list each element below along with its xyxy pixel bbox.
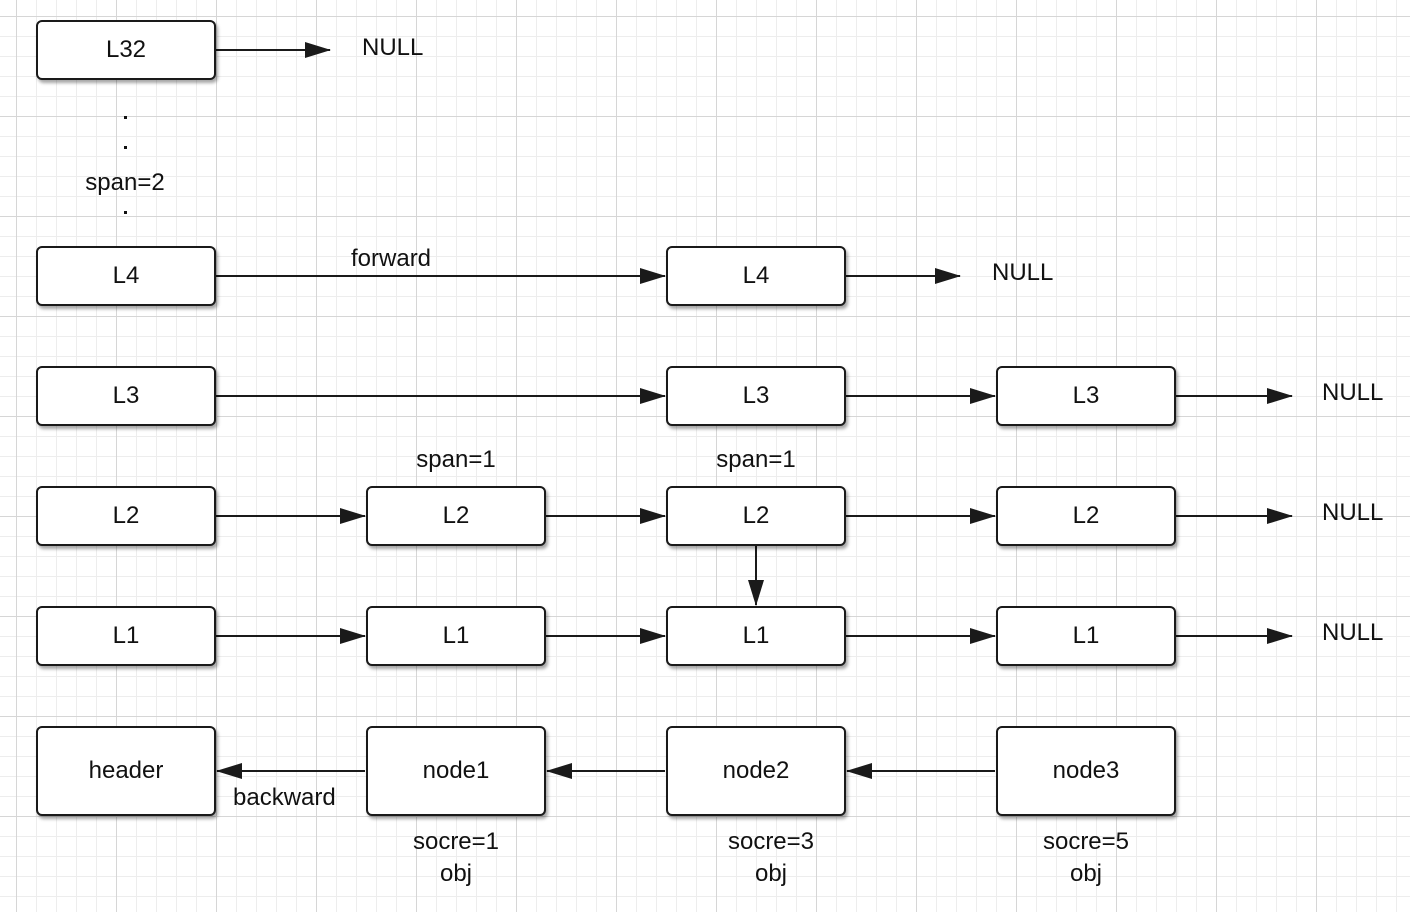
level-box-l3-header: L3 <box>36 366 216 426</box>
ellipsis-dot <box>124 211 127 214</box>
level-box-l3-node3: L3 <box>996 366 1176 426</box>
level-box-l4-header: L4 <box>36 246 216 306</box>
node-box-header: header <box>36 726 216 816</box>
score-label-node2: socre=3 <box>727 828 815 855</box>
level-box-label: L32 <box>105 36 147 63</box>
null-label-l3: NULL <box>1322 379 1384 406</box>
node-box-node1: node1 <box>366 726 546 816</box>
level-box-l1-node2: L1 <box>666 606 846 666</box>
obj-label-node3: obj <box>1069 860 1103 887</box>
level-box-l1-node3: L1 <box>996 606 1176 666</box>
backward-label: backward <box>233 784 336 811</box>
level-box-l2-node3: L2 <box>996 486 1176 546</box>
obj-label-node2: obj <box>754 860 788 887</box>
level-box-l32: L32 <box>36 20 216 80</box>
ellipsis-dot <box>124 146 127 149</box>
span-label-1-node2: span=1 <box>716 446 796 473</box>
level-box-l3-node2: L3 <box>666 366 846 426</box>
null-label-l2: NULL <box>1322 499 1384 526</box>
forward-label: forward <box>351 245 432 272</box>
obj-label-node1: obj <box>439 860 473 887</box>
score-label-node1: socre=1 <box>412 828 500 855</box>
level-box-l2-node1: L2 <box>366 486 546 546</box>
level-box-l4-node2: L4 <box>666 246 846 306</box>
level-box-l1-node1: L1 <box>366 606 546 666</box>
span-label-1-node1: span=1 <box>416 446 496 473</box>
null-label-l4: NULL <box>992 259 1054 286</box>
level-box-l2-node2: L2 <box>666 486 846 546</box>
node-box-node3: node3 <box>996 726 1176 816</box>
level-box-l2-header: L2 <box>36 486 216 546</box>
level-box-l1-header: L1 <box>36 606 216 666</box>
null-label-l1: NULL <box>1322 619 1384 646</box>
null-label-l32: NULL <box>362 34 424 61</box>
node-box-node2: node2 <box>666 726 846 816</box>
ellipsis-dot <box>124 116 127 119</box>
span-label-2: span=2 <box>85 169 165 196</box>
score-label-node3: socre=5 <box>1042 828 1130 855</box>
